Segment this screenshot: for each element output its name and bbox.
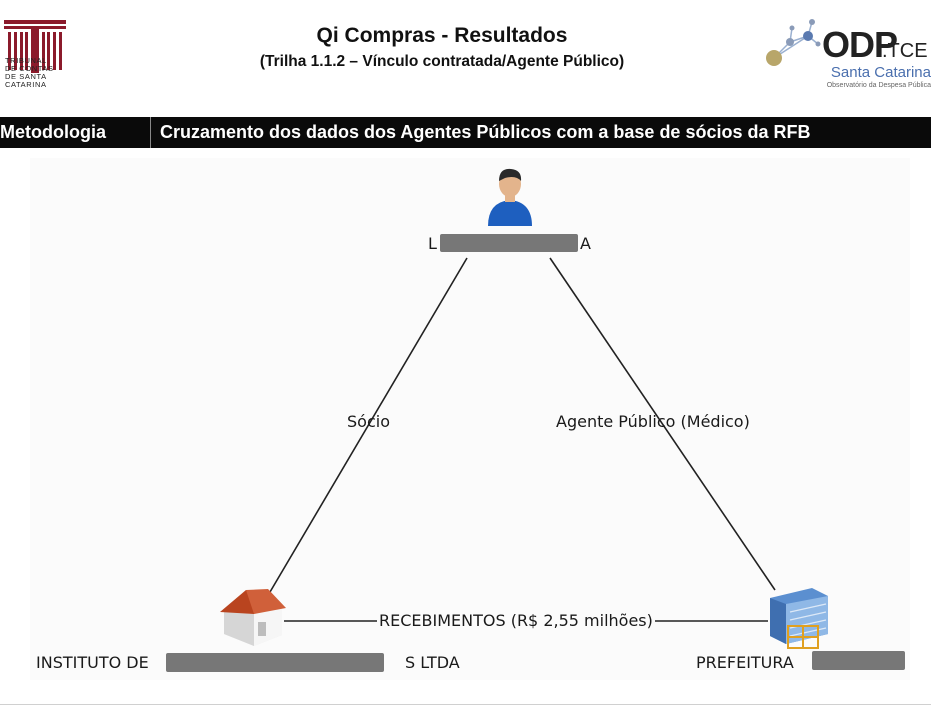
methodology-text: Cruzamento dos dados dos Agentes Público… [160,122,811,142]
page-title: Qi Compras - Resultados [316,24,568,47]
odp-suffix: .TCE [882,40,928,62]
odp-brand: ODP [822,24,898,65]
tce-logo-icon [4,20,66,73]
odp-region: Santa Catarina [830,64,931,81]
edge-label-socio: Sócio [347,412,390,431]
redaction-bar [166,653,384,672]
company-label-suffix: S LTDA [405,653,460,672]
edge-agente [549,257,776,591]
person-icon [488,168,532,226]
redaction-bar [440,234,578,252]
tce-logo-line: TRIBUNAL [5,56,47,65]
city-hall-label-prefix: PREFEITURA [696,653,794,672]
company-label-prefix: INSTITUTO DE [36,653,149,672]
person-label-suffix: A [580,234,591,253]
page-subtitle: (Trilha 1.1.2 – Vínculo contratada/Agent… [259,53,625,70]
methodology-label: Metodologia [0,117,151,148]
person-label-prefix: L [428,234,437,253]
building-icon [770,588,828,649]
redaction-bar [812,651,905,670]
edge-label-recebimentos: RECEBIMENTOS (R$ 2,55 milhões) [377,611,655,630]
tce-logo-line: DE SANTA [5,72,47,81]
edge-socio [269,257,468,593]
divider [0,704,931,705]
odp-tagline: Observatório da Despesa Pública [826,82,931,89]
tce-logo-line: CATARINA [5,80,47,89]
edge-label-agente: Agente Público (Médico) [556,412,750,431]
tce-logo-line: DE CONTAS [5,64,54,73]
tce-logo-text: TRIBUNAL DE CONTAS DE SANTA CATARINA [5,57,75,89]
odp-network-icon [766,19,821,66]
methodology-bar: Metodologia Cruzamento dos dados dos Age… [0,117,931,148]
house-icon [220,589,286,646]
